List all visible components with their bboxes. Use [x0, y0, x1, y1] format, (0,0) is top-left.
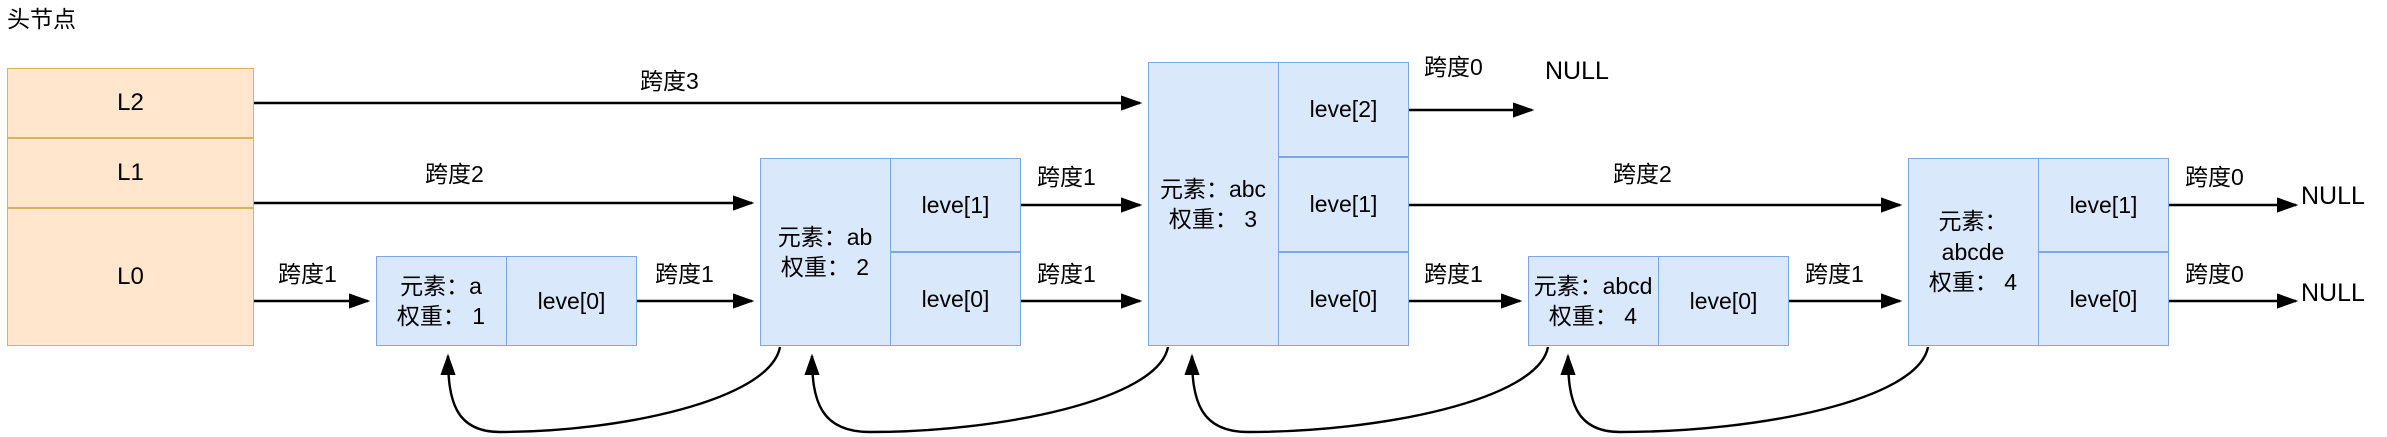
- node-ab-level-0[interactable]: leve[0]: [890, 252, 1021, 346]
- node-ab-level-1[interactable]: leve[1]: [890, 158, 1021, 252]
- node-ab-level-1-label: leve[1]: [921, 191, 990, 218]
- node-abc-element-cell: 元素：abc 权重： 3: [1148, 62, 1278, 346]
- span-label-l1-abcde-to-null: 跨度0: [2185, 164, 2244, 190]
- node-ab-element-label: 元素：ab: [777, 223, 873, 250]
- head-node-title: 头节点: [7, 6, 76, 32]
- span-label-l1-abc-to-abcde: 跨度2: [1613, 161, 1672, 187]
- node-a-level-0[interactable]: leve[0]: [506, 256, 637, 346]
- arrow-backward-ab-to-a: [440, 346, 782, 434]
- node-a-element-label: 元素：a: [400, 272, 482, 299]
- null-label-l1: NULL: [2301, 182, 2365, 210]
- node-abcde-level-1-label: leve[1]: [2069, 191, 2138, 218]
- node-abcde-element-label-line1: 元素：: [1938, 208, 2008, 235]
- node-abc-element-label: 元素：abc: [1159, 175, 1267, 202]
- arrow-backward-abc-to-ab: [804, 346, 1170, 434]
- node-abc-level-1[interactable]: leve[1]: [1278, 157, 1409, 252]
- node-abc-level-2[interactable]: leve[2]: [1278, 62, 1409, 157]
- node-a-level-0-label: leve[0]: [537, 287, 606, 314]
- node-abcde-element-cell: 元素： abcde 权重： 4: [1908, 158, 2038, 346]
- arrow-backward-abcd-to-abc: [1184, 346, 1550, 434]
- null-label-l0: NULL: [2301, 279, 2365, 307]
- span-label-l0-abcde-to-null: 跨度0: [2185, 261, 2244, 287]
- node-abcd-element-cell: 元素：abcd 权重： 4: [1528, 256, 1658, 346]
- null-label-l2: NULL: [1545, 57, 1609, 85]
- node-abcd-level-0-label: leve[0]: [1689, 287, 1758, 314]
- node-abcd-weight-label: 权重： 4: [1548, 303, 1638, 329]
- node-ab-element-cell: 元素：ab 权重： 2: [760, 158, 890, 346]
- arrow-backward-abcde-to-abcd: [1560, 346, 1930, 434]
- span-label-l0-ab-to-abc: 跨度1: [1037, 261, 1096, 287]
- node-abc-level-1-label: leve[1]: [1309, 191, 1378, 217]
- node-abcd-element-label: 元素：abcd: [1533, 272, 1653, 299]
- span-label-l2-abc-to-null: 跨度0: [1424, 54, 1483, 80]
- span-label-l0-a-to-ab: 跨度1: [655, 261, 714, 287]
- span-label-l1-ab-to-abc: 跨度1: [1037, 164, 1096, 190]
- node-abc-level-0-label: leve[0]: [1309, 285, 1378, 312]
- head-level-label-l1: L1: [117, 159, 144, 186]
- node-abc-level-2-label: leve[2]: [1309, 96, 1378, 122]
- node-abcde-level-0-label: leve[0]: [2069, 285, 2138, 312]
- span-label-l1-head-to-ab: 跨度2: [425, 161, 484, 187]
- head-level-cell-l1[interactable]: L1: [7, 138, 254, 208]
- node-abcde-element-label-line2: abcde: [1941, 238, 2005, 265]
- span-label-l2-head-to-abc: 跨度3: [640, 68, 699, 94]
- span-label-l0-abc-to-abcd: 跨度1: [1424, 261, 1483, 287]
- node-ab-level-0-label: leve[0]: [921, 285, 990, 312]
- head-level-cell-l2[interactable]: L2: [7, 68, 254, 138]
- head-level-cell-l0[interactable]: L0: [7, 208, 254, 346]
- node-ab-weight-label: 权重： 2: [780, 254, 870, 280]
- node-abc-weight-label: 权重： 3: [1168, 206, 1258, 232]
- head-level-label-l0: L0: [117, 263, 144, 290]
- node-abcde-level-0[interactable]: leve[0]: [2038, 252, 2169, 346]
- node-a-weight-label: 权重： 1: [396, 303, 486, 329]
- node-abcde-weight-label: 权重： 4: [1928, 269, 2018, 296]
- head-level-label-l2: L2: [117, 89, 144, 116]
- node-abcde-level-1[interactable]: leve[1]: [2038, 158, 2169, 252]
- span-label-l0-head-to-a: 跨度1: [278, 261, 337, 287]
- span-label-l0-abcd-to-abcde: 跨度1: [1805, 261, 1864, 287]
- node-a-element-cell: 元素：a 权重： 1: [376, 256, 506, 346]
- node-abc-level-0[interactable]: leve[0]: [1278, 252, 1409, 346]
- node-abcd-level-0[interactable]: leve[0]: [1658, 256, 1789, 346]
